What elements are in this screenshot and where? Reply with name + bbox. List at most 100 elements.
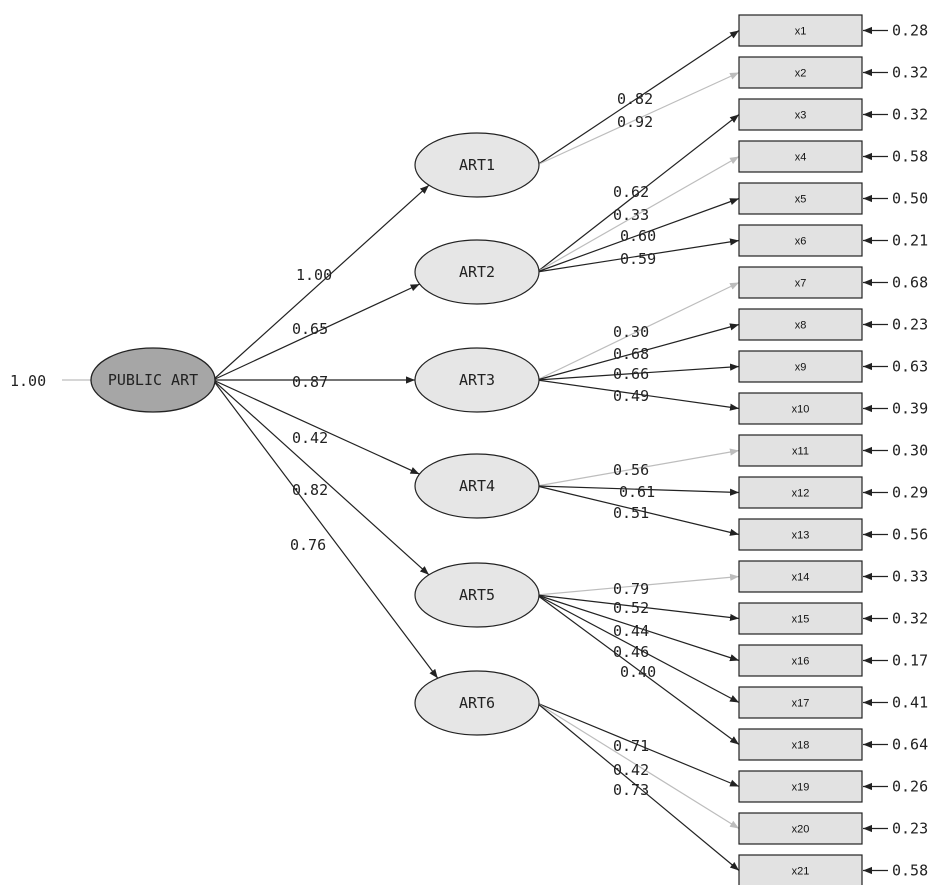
path-art6-to-x21: [536, 702, 740, 871]
error-label-x18: 0.64: [892, 736, 928, 754]
indicator-label-x11: x11: [792, 446, 809, 458]
loading-label-x5: 0.60: [620, 227, 656, 245]
indicator-label-x18: x18: [792, 740, 810, 752]
error-label-x8: 0.23: [892, 316, 928, 334]
loading-label-x16: 0.44: [613, 622, 649, 640]
loading-label-x6: 0.59: [620, 250, 656, 268]
error-label-x9: 0.63: [892, 358, 928, 376]
factor-label-art2: ART2: [459, 263, 495, 281]
loading-label-x18: 0.40: [620, 663, 656, 681]
path-art6-to-x19: [536, 702, 740, 788]
indicator-box-x21: [738, 854, 863, 885]
loading-label-x8: 0.68: [613, 345, 649, 363]
path-art5-to-x18: [536, 594, 740, 745]
loading-label-x12: 0.61: [619, 483, 655, 501]
indicator-label-x8: x8: [795, 320, 807, 332]
loading-label-x20: 0.42: [613, 761, 649, 779]
path-art2-to-x5: [536, 197, 740, 273]
path-art6-to-x20: [536, 702, 740, 830]
factor-label-art1: ART1: [459, 156, 495, 174]
loading-label-art5: 0.82: [292, 481, 328, 499]
factor-label-art3: ART3: [459, 371, 495, 389]
indicator-label-x7: x7: [795, 278, 807, 290]
error-label-x19: 0.26: [892, 778, 928, 796]
loading-label-art4: 0.42: [292, 429, 328, 447]
path-public-art-to-art6: [212, 379, 439, 679]
error-label-x17: 0.41: [892, 694, 928, 712]
path-art3-to-x8: [536, 323, 740, 381]
path-art4-to-x12: [536, 485, 740, 496]
loading-label-x15: 0.52: [613, 599, 649, 617]
path-art1-to-x2: [536, 71, 740, 166]
indicator-box-x18: [738, 728, 863, 761]
path-art3-to-x7: [536, 281, 740, 381]
indicator-label-x19: x19: [792, 782, 810, 794]
indicator-box-x9: [738, 350, 863, 383]
loading-label-x4: 0.33: [613, 206, 649, 224]
path-public-art-to-art4: [212, 379, 420, 475]
indicator-label-x9: x9: [795, 362, 807, 374]
indicator-box-x3: [738, 98, 863, 131]
loading-label-x10: 0.49: [613, 387, 649, 405]
indicator-box-x14: [738, 560, 863, 593]
error-label-x20: 0.23: [892, 820, 928, 838]
loading-label-x1: 0.82: [617, 90, 653, 108]
path-art5-to-x15: [536, 594, 740, 622]
path-art5-to-x14: [536, 573, 740, 596]
indicator-box-x1: [738, 14, 863, 47]
factor-node-art2: [414, 239, 540, 305]
indicator-label-x20: x20: [792, 824, 810, 836]
indicator-box-x16: [738, 644, 863, 677]
indicator-label-x17: x17: [792, 698, 810, 710]
indicator-label-x15: x15: [792, 614, 810, 626]
loading-label-art2: 0.65: [292, 320, 328, 338]
path-art5-to-x17: [536, 594, 740, 704]
loading-label-art1: 1.00: [296, 266, 332, 284]
error-label-x11: 0.30: [892, 442, 928, 460]
indicator-label-x16: x16: [792, 656, 810, 668]
path-art2-to-x6: [536, 238, 740, 273]
error-label-x21: 0.58: [892, 862, 928, 880]
loading-label-x3: 0.62: [613, 183, 649, 201]
loading-label-x14: 0.79: [613, 580, 649, 598]
loading-label-art3: 0.87: [292, 373, 328, 391]
loading-label-art6: 0.76: [290, 536, 326, 554]
path-art5-to-x16: [536, 594, 740, 662]
factor-node-art1: [414, 132, 540, 198]
loading-label-x2: 0.92: [617, 113, 653, 131]
factor-label-art4: ART4: [459, 477, 495, 495]
loading-label-x13: 0.51: [613, 504, 649, 522]
indicator-box-x12: [738, 476, 863, 509]
indicator-label-x12: x12: [792, 488, 810, 500]
error-label-x4: 0.58: [892, 148, 928, 166]
indicator-box-x11: [738, 434, 863, 467]
indicator-box-x6: [738, 224, 863, 257]
error-label-x10: 0.39: [892, 400, 928, 418]
indicator-box-x10: [738, 392, 863, 425]
indicator-box-x4: [738, 140, 863, 173]
path-art1-to-x1: [536, 30, 740, 166]
factor-label-art5: ART5: [459, 586, 495, 604]
path-public-art-to-art5: [212, 379, 430, 576]
error-label-x12: 0.29: [892, 484, 928, 502]
error-label-x15: 0.32: [892, 610, 928, 628]
error-label-x14: 0.33: [892, 568, 928, 586]
indicator-box-x5: [738, 182, 863, 215]
indicator-label-x14: x14: [792, 572, 810, 584]
factor-node-art3: [414, 347, 540, 413]
indicator-label-x1: x1: [795, 26, 807, 38]
loading-label-x19: 0.71: [613, 737, 649, 755]
indicator-label-x21: x21: [792, 866, 810, 878]
factor-node-art5: [414, 562, 540, 628]
error-label-x5: 0.50: [892, 190, 928, 208]
primary-node-public-art: [90, 347, 216, 413]
path-art4-to-x13: [536, 485, 740, 536]
indicator-box-x13: [738, 518, 863, 551]
factor-node-art6: [414, 670, 540, 736]
indicator-label-x2: x2: [795, 68, 807, 80]
loading-label-x11: 0.56: [613, 461, 649, 479]
error-label-x3: 0.32: [892, 106, 928, 124]
loading-label-x17: 0.46: [613, 643, 649, 661]
error-label-x1: 0.28: [892, 22, 928, 40]
